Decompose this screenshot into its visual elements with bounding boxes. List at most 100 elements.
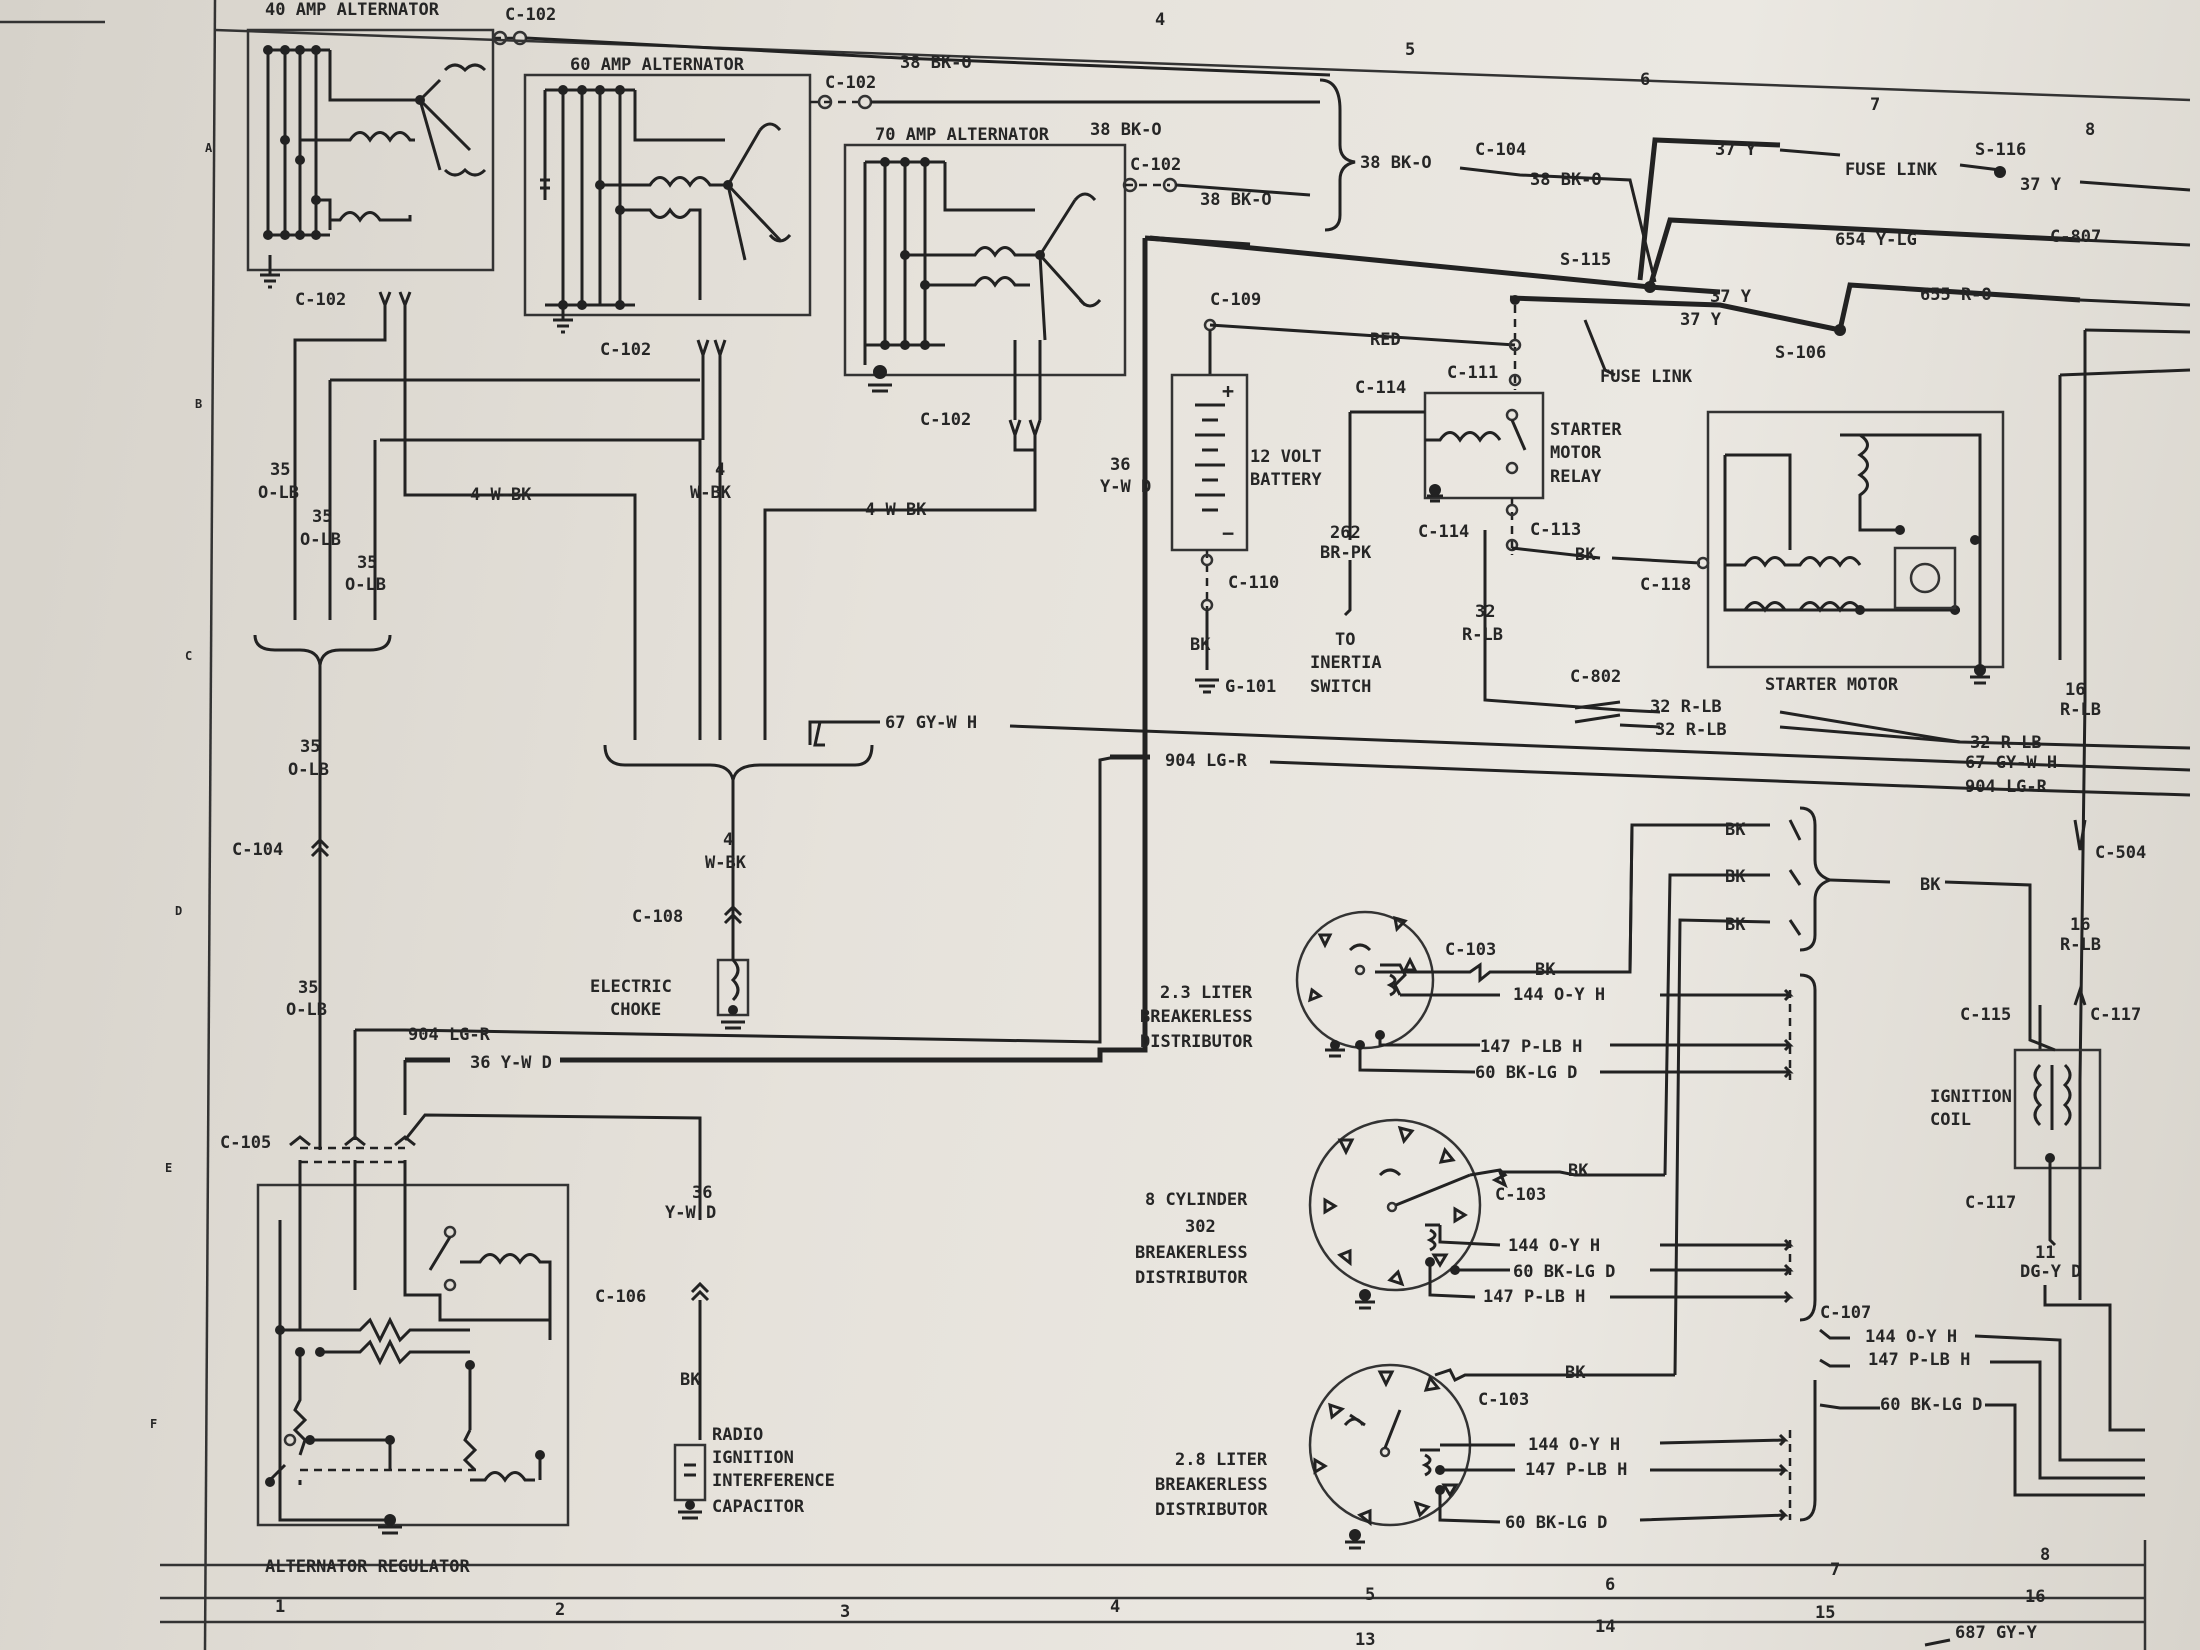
- relay-box: [1423, 391, 1545, 500]
- wire-144-label-a: 144 O-Y H: [1513, 985, 1605, 1005]
- s115-label: S-115: [1560, 250, 1611, 270]
- wire-904-label-a: 904 LG-R: [1165, 751, 1248, 771]
- wire-147-label-r: 147 P-LB H: [1868, 1350, 1970, 1370]
- c102-40-label: C-102: [295, 290, 346, 310]
- grid-left-b: B: [195, 397, 202, 411]
- wire-38-label-b: 38 BK-O: [1090, 120, 1162, 140]
- wire-37-label-b: 37 Y: [2020, 175, 2062, 195]
- ignition-coil-box: [2013, 1048, 2102, 1170]
- fuse-link-label-b: FUSE LINK: [1600, 367, 1693, 387]
- c114-label-b: C-114: [1418, 522, 1469, 542]
- wire-ywd-label-a: Y-W D: [1100, 477, 1151, 497]
- c113-label: C-113: [1530, 520, 1581, 540]
- grid-bottom-4: 4: [1110, 1597, 1120, 1617]
- wire-32-label: 32: [1475, 602, 1495, 622]
- grid-bottom-labels: 1 2 3 4 5 6 7 8 13 14 15 16: [275, 1545, 2050, 1650]
- grid-left-c: C: [185, 649, 192, 663]
- alternator-regulator: ALTERNATOR REGULATOR: [256, 1160, 570, 1577]
- c807-label: C-807: [2050, 227, 2101, 247]
- wire-147-label-a: 147 P-LB H: [1480, 1037, 1582, 1057]
- dist23-label-1: 2.3 LITER: [1160, 983, 1253, 1003]
- c102-60-label: C-102: [825, 73, 876, 93]
- grid-left-d: D: [175, 904, 182, 918]
- wire-4wbk-label-a: 4 W-BK: [470, 485, 532, 505]
- wire-60-label-a: 60 BK-LG D: [1475, 1063, 1577, 1083]
- coil-label-1: IGNITION: [1930, 1087, 2012, 1107]
- wire-bk-bus-d: BK: [1920, 875, 1941, 895]
- relay-label-1: STARTER: [1550, 420, 1622, 440]
- c102-60-drop-label: C-102: [600, 340, 651, 360]
- wire-36-label-a: 36: [1110, 455, 1130, 475]
- battery-12-volt: C-109 RED + − 12 VOLT BATTERY C-110 BK G…: [1170, 290, 1516, 697]
- wire-bk-bus-a: BK: [1725, 820, 1746, 840]
- wire-36ywd-label: 36 Y-W D: [470, 1053, 552, 1073]
- wire-32rlb-label-b: 32 R-LB: [1655, 720, 1727, 740]
- alternator-40-amp: 40 AMP ALTERNATOR: [246, 0, 495, 289]
- c109-label: C-109: [1210, 290, 1261, 310]
- svg-text:+: +: [1222, 379, 1234, 403]
- regulator-label: ALTERNATOR REGULATOR: [265, 1557, 470, 1577]
- wire-16-label-a: 16: [2065, 680, 2085, 700]
- radio-label-1: RADIO: [712, 1425, 763, 1445]
- alternator-60-amp: 60 AMP ALTERNATOR: [523, 55, 812, 334]
- grid-top-6: 6: [1640, 70, 1650, 90]
- wire-olb-label-c: O-LB: [345, 575, 386, 595]
- wire-262-label: 262: [1330, 523, 1361, 543]
- c108-label: C-108: [632, 907, 683, 927]
- relay-label-2: MOTOR: [1550, 443, 1602, 463]
- dist23-label-3: DISTRIBUTOR: [1140, 1032, 1253, 1052]
- dist8-label-3: BREAKERLESS: [1135, 1243, 1248, 1263]
- wire-147-label-c: 147 P-LB H: [1525, 1460, 1627, 1480]
- c102-70-drop-label: C-102: [920, 410, 971, 430]
- wire-35-label-a: 35: [270, 460, 290, 480]
- grid-bottom-2: 2: [555, 1600, 565, 1620]
- wire-904-label-c: 904 LG-R: [408, 1025, 491, 1045]
- radio-label-2: IGNITION: [712, 1448, 794, 1468]
- wire-36-label-b: 36: [692, 1183, 712, 1203]
- c103-label-c: C-103: [1478, 1390, 1529, 1410]
- g101-label: G-101: [1225, 677, 1276, 697]
- choke-label-1: ELECTRIC: [590, 977, 672, 997]
- wire-38-label-a: 38 BK-O: [900, 53, 972, 73]
- svg-text:−: −: [1222, 521, 1234, 545]
- grid-bottom-6: 6: [1605, 1575, 1615, 1595]
- grid-bottom-3: 3: [840, 1602, 850, 1622]
- dist-23-body: [1295, 910, 1435, 1050]
- wire-904-label-b: 904 LG-R: [1965, 777, 2048, 797]
- wire-35-label-e: 35: [298, 978, 318, 998]
- wire-35-label-b: 35: [312, 507, 332, 527]
- electric-choke: ELECTRIC CHOKE: [590, 958, 750, 1030]
- grid-bottom-16: 16: [2025, 1587, 2045, 1607]
- c102-top-label: C-102: [505, 5, 556, 25]
- wire-654-label: 654 Y-LG: [1835, 230, 1917, 250]
- wire-37-label-a: 37 Y: [1715, 140, 1757, 160]
- dist8-label-2: 302: [1185, 1217, 1216, 1237]
- wire-147-label-b: 147 P-LB H: [1483, 1287, 1585, 1307]
- radio-label-3: INTERFERENCE: [712, 1471, 835, 1491]
- wire-wbk-label-b: W-BK: [705, 853, 747, 873]
- c115-label: C-115: [1960, 1005, 2011, 1025]
- grid-left-a: A: [205, 141, 213, 155]
- distributor-2-3-liter: C-103 2.3 LITER BREAKERLESS DISTRIBUTOR: [1140, 910, 1496, 1058]
- wire-red-label: RED: [1370, 330, 1401, 350]
- wire-655-label: 655 R-O: [1920, 285, 1992, 305]
- wire-60-label-b: 60 BK-LG D: [1513, 1262, 1615, 1282]
- alternator-70-box: [843, 143, 1127, 377]
- grid-top-4: 4: [1155, 10, 1165, 30]
- wire-rlb-label: R-LB: [1462, 625, 1503, 645]
- battery-label-2: BATTERY: [1250, 470, 1322, 490]
- wire-38-label-e: 38 BK-O: [1530, 170, 1602, 190]
- alternator-40-box: [246, 28, 495, 272]
- distributor-8-cylinder-302: C-103 8 CYLINDER 302 BREAKERLESS DISTRIB…: [1135, 1118, 1546, 1310]
- wire-bk-battery-label: BK: [1190, 635, 1211, 655]
- wire-60-label-c: 60 BK-LG D: [1505, 1513, 1607, 1533]
- radio-capacitor: RADIO IGNITION INTERFERENCE CAPACITOR: [673, 1425, 835, 1520]
- wire-35-label-d: 35: [300, 737, 320, 757]
- wire-687-label: 687 GY-Y: [1955, 1623, 2038, 1643]
- radio-capacitor-box: [673, 1443, 707, 1502]
- dist23-label-2: BREAKERLESS: [1140, 1007, 1253, 1027]
- battery-label-1: 12 VOLT: [1250, 447, 1322, 467]
- wire-37-label-c: 37 Y: [1710, 287, 1752, 307]
- wire-bk-bus-c: BK: [1725, 915, 1746, 935]
